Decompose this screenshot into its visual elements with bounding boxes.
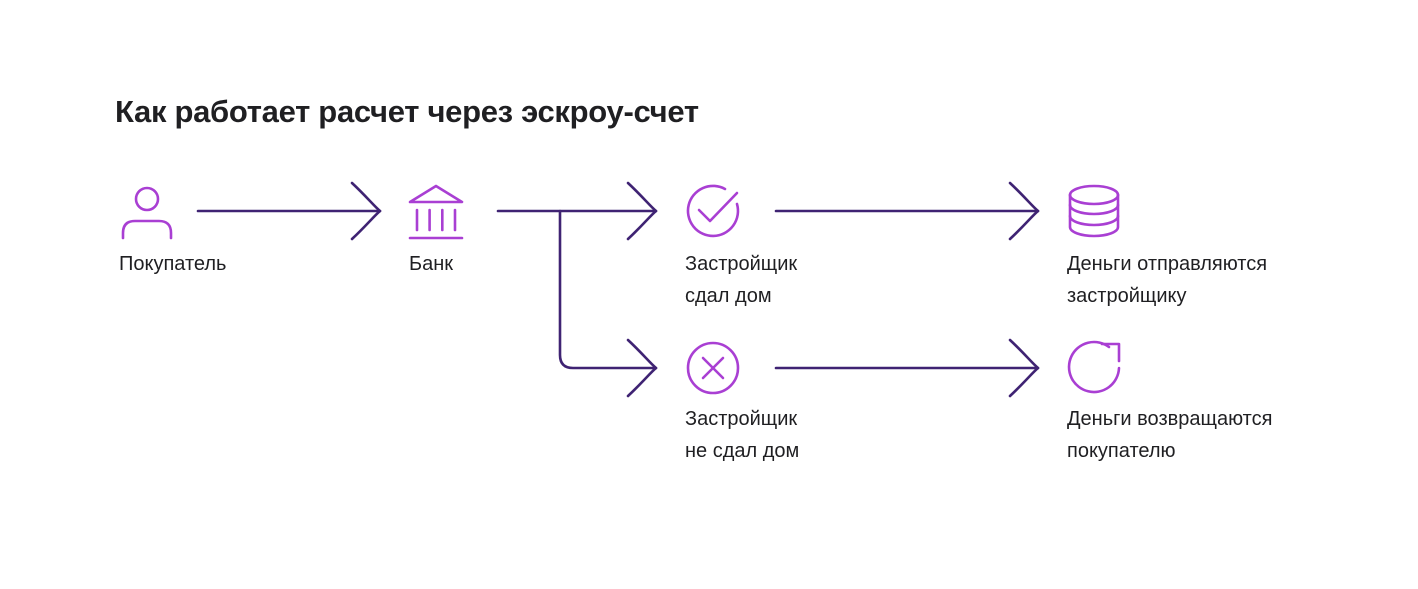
arrow-buyer-to-bank <box>196 181 382 241</box>
not-delivered-label: Застройщик не сдал дом <box>685 408 800 462</box>
coins-icon <box>1064 182 1124 242</box>
arrow-bank-to-not-delivered <box>558 209 658 398</box>
bank-label: Банк <box>409 253 454 275</box>
cross-circle-icon <box>683 338 743 398</box>
delivered-label: Застройщик сдал дом <box>685 253 798 307</box>
bank-icon <box>406 182 466 242</box>
buyer-label: Покупатель <box>119 253 227 275</box>
check-circle-icon <box>683 181 743 241</box>
arrow-delivered-to-money-sent <box>774 181 1040 241</box>
person-icon <box>117 182 177 242</box>
money-returned-label: Деньги возвращаются покупателю <box>1067 408 1273 462</box>
refresh-icon <box>1064 338 1124 398</box>
arrow-bank-to-delivered <box>496 181 658 241</box>
page-title: Как работает расчет через эскроу-счет <box>115 94 699 129</box>
money-sent-label: Деньги отправляются застройщику <box>1067 253 1268 307</box>
arrow-not-delivered-to-money-returned <box>774 338 1040 398</box>
